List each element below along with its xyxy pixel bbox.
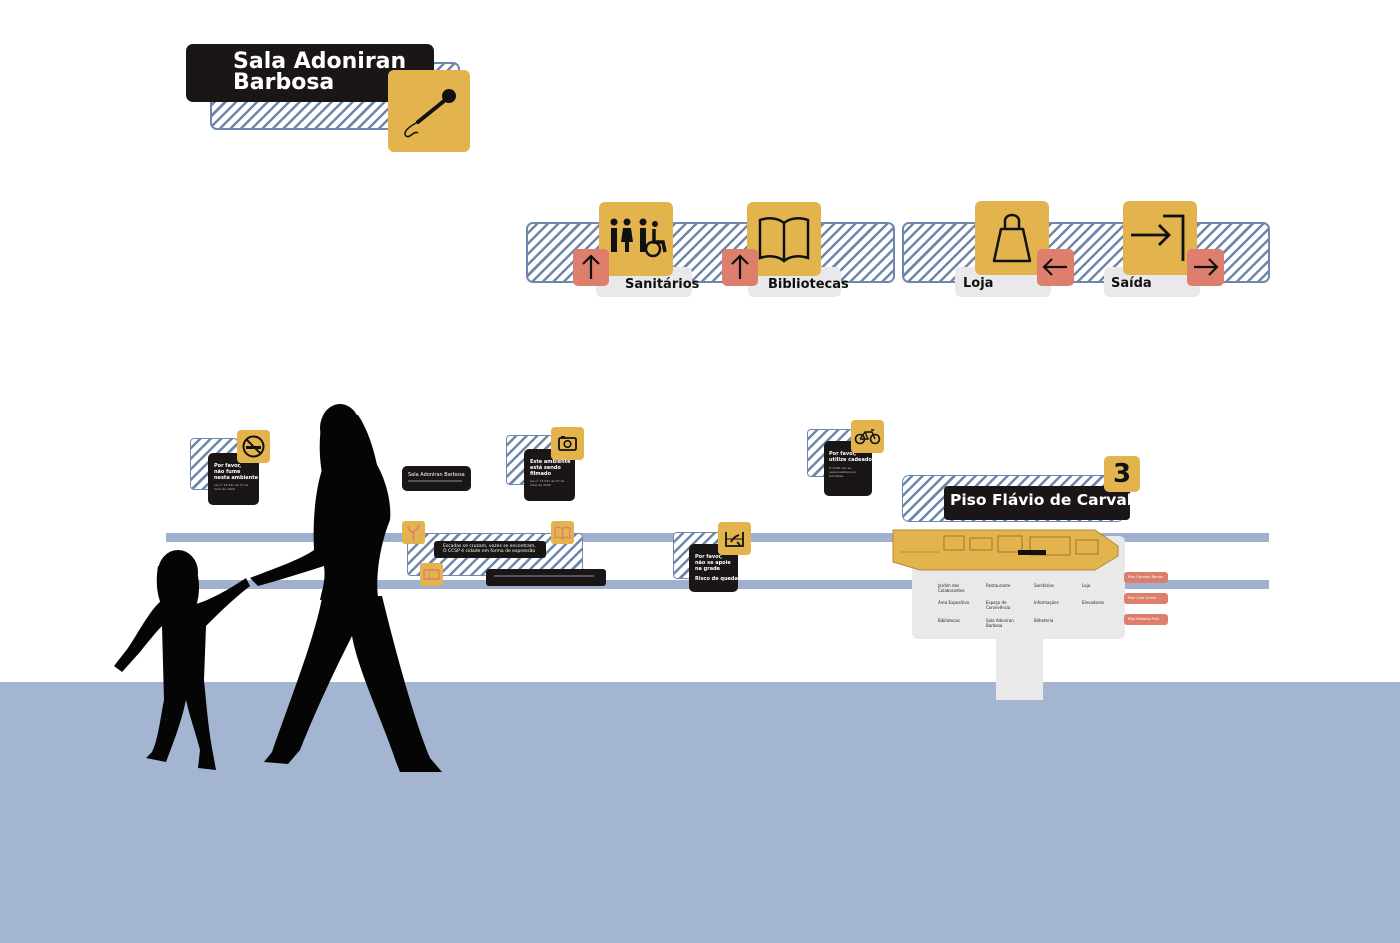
no-smoking-icon <box>237 430 270 463</box>
floor-tab-3: Piso Roberto Piva <box>1124 614 1168 625</box>
totem-post <box>996 636 1043 700</box>
arrow-up-icon-2 <box>722 249 758 286</box>
no-smoking-line1: Por favor, <box>214 463 242 469</box>
railing-line2: não se apoie <box>695 560 731 566</box>
legend-item: Área Expositiva <box>938 600 970 605</box>
camera-icon <box>551 427 584 460</box>
floor-tab-1: Piso Geraldo Barros <box>1124 572 1168 583</box>
no-smoking-fine-print: Lei nº 13.541 de 07 de maio de 2009 <box>214 483 249 491</box>
bicycle-fine-print: O CCSP não se responsabiliza por bicicle… <box>829 466 857 478</box>
legend-item: Elevadores <box>1082 600 1105 605</box>
legend-item: Restaurante <box>986 583 1011 588</box>
railing-line1: Por favor, <box>695 554 723 560</box>
no-smoking-line3: nesta ambiente <box>214 475 259 481</box>
filming-line2: está sendo <box>530 465 561 471</box>
filming-fine-print: Lei nº 13.541 de 07 de maio de 2009 <box>530 479 565 487</box>
room-title-line1: Sala Adoniran <box>233 49 407 74</box>
loja-text: Loja <box>963 276 994 291</box>
room-small-label-text: Sala Adoniran Barbosa <box>408 472 465 478</box>
arrow-right-icon <box>1187 249 1224 286</box>
plant-icon <box>402 521 425 544</box>
braille-plaque <box>486 569 606 586</box>
floor-name-card: Piso Flávio de Carvalho <box>944 486 1154 520</box>
legend-item: Loja <box>1082 583 1091 588</box>
room-small-label: Sala Adoniran Barbosa <box>402 466 471 491</box>
bicycle-line1: Por favor, <box>829 451 857 457</box>
room-sign: Sala Adoniran Barbosa <box>186 44 476 156</box>
braille-strip-2 <box>494 575 594 577</box>
book-small-icon <box>551 521 574 544</box>
floor-tab-2: Piso Caio Graco <box>1124 593 1168 604</box>
legend-item: Sala Adoniran Barbosa <box>986 618 1014 628</box>
saida-text: Saída <box>1111 276 1152 291</box>
bicycle-icon <box>851 420 884 453</box>
arrow-left-icon <box>1037 249 1074 286</box>
microphone-icon <box>388 70 470 152</box>
arrow-up-icon <box>573 249 609 286</box>
room-title-line2: Barbosa <box>233 70 335 95</box>
floor-tab-3-text: Piso Roberto Piva <box>1128 617 1159 621</box>
bicycle-line2: utilize cadeado <box>829 457 872 463</box>
directory-legend: Jardim dos Colaborantes Restaurante Sani… <box>938 582 1118 632</box>
restroom-icon <box>599 202 673 276</box>
floor-number-badge: 3 <box>1104 456 1140 492</box>
quote-card: Escadas se cruzam, vozes se encontram, O… <box>434 541 546 558</box>
railing-line3: na grade <box>695 566 721 572</box>
book-icon <box>747 202 821 276</box>
shopping-bag-icon <box>975 201 1049 275</box>
no-lean-icon <box>718 522 751 555</box>
floor-tab-1-text: Piso Geraldo Barros <box>1128 575 1164 579</box>
legend-item: Jardim dos Colaborantes <box>938 583 965 593</box>
floor-tab-2-text: Piso Caio Graco <box>1128 596 1156 600</box>
no-smoking-card: Por favor, não fume nesta ambiente Lei n… <box>208 453 259 505</box>
no-smoking-line2: não fume <box>214 469 241 475</box>
sanitarios-text: Sanitários <box>625 277 700 292</box>
legend-item: Bibliotecas <box>938 618 960 623</box>
legend-item: Informações <box>1034 600 1059 605</box>
railing-line4: Risco de queda <box>695 576 738 582</box>
legend-item: Sanitários <box>1034 583 1054 588</box>
quote-line1: Escadas se cruzam, vozes se encontram, <box>443 544 536 549</box>
quote-line2: O CCSP é cidade em forma de expressão <box>443 549 536 554</box>
filming-line3: filmado <box>530 471 552 477</box>
legend-item: Bilheteria <box>1034 618 1054 623</box>
floor-map <box>890 522 1122 576</box>
floor-name: Piso Flávio de Carvalho <box>950 491 1154 509</box>
room-title-card: Sala Adoniran Barbosa <box>186 44 434 102</box>
floor <box>0 682 1400 943</box>
filming-line1: Este ambiente <box>530 459 571 465</box>
braille-strip <box>408 480 462 482</box>
legend-item: Espaço de Convivência <box>986 600 1011 610</box>
filming-card: Este ambiente está sendo filmado Lei nº … <box>524 449 575 501</box>
exit-icon <box>1123 201 1197 275</box>
bibliotecas-text: Bibliotecas <box>768 277 849 292</box>
people-silhouette <box>100 400 450 780</box>
ticket-icon <box>420 563 443 586</box>
